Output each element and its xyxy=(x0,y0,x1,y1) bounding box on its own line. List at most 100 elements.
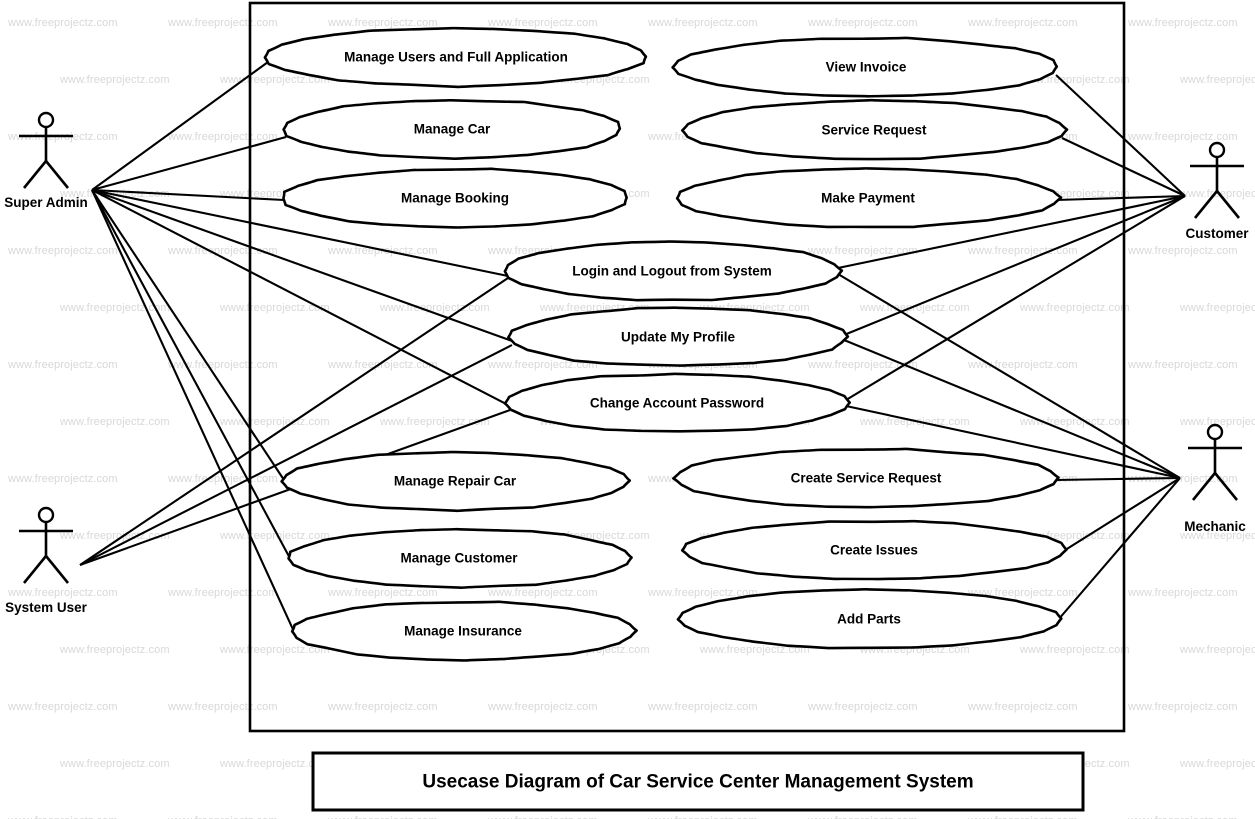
association-line-super-admin-to-update-my-profile xyxy=(91,189,513,342)
watermark-text: www.freeprojectz.com xyxy=(1179,416,1255,428)
association-line-customer-to-make-payment xyxy=(1055,194,1186,202)
watermark-text: www.freeprojectz.com xyxy=(327,815,438,819)
watermark-text: www.freeprojectz.com xyxy=(1127,815,1238,819)
association-line-mechanic-to-create-issues xyxy=(1061,477,1181,553)
actor-leg-left xyxy=(22,160,48,189)
usecase-label: Create Issues xyxy=(830,543,918,558)
watermark-text: www.freeprojectz.com xyxy=(219,302,330,314)
watermark-text: www.freeprojectz.com xyxy=(167,701,278,713)
watermark-text: www.freeprojectz.com xyxy=(1179,758,1255,770)
usecase-label: Manage Customer xyxy=(400,551,518,566)
actor-label: Customer xyxy=(1185,226,1249,241)
watermark-text: www.freeprojectz.com xyxy=(1127,17,1238,29)
actor-head-icon xyxy=(1206,423,1224,441)
watermark-text: www.freeprojectz.com xyxy=(167,815,278,819)
watermark-text: www.freeprojectz.com xyxy=(7,17,118,29)
watermark-text: www.freeprojectz.com xyxy=(7,359,118,371)
watermark-text: www.freeprojectz.com xyxy=(327,17,438,29)
usecase-create-issues[interactable]: Create Issues xyxy=(680,519,1068,581)
usecase-ellipse xyxy=(282,167,628,229)
actor-leg-right xyxy=(1215,190,1241,219)
association-line-super-admin-to-change-account-password xyxy=(91,189,511,407)
watermark-text: www.freeprojectz.com xyxy=(647,587,758,599)
usecase-manage-car[interactable]: Manage Car xyxy=(282,98,622,161)
association-line-mechanic-to-update-my-profile xyxy=(843,339,1181,479)
usecase-view-invoice[interactable]: View Invoice xyxy=(671,36,1059,98)
usecase-label: Create Service Request xyxy=(791,471,942,486)
actor-leg-left xyxy=(1191,472,1217,501)
usecase-label: Make Payment xyxy=(821,191,915,206)
watermark-text: www.freeprojectz.com xyxy=(487,359,598,371)
usecase-label: Change Account Password xyxy=(590,396,764,411)
watermark-text: www.freeprojectz.com xyxy=(59,74,170,86)
association-line-super-admin-to-manage-insurance xyxy=(91,189,297,637)
watermark-text: www.freeprojectz.com xyxy=(7,245,118,257)
usecase-ellipse xyxy=(263,26,648,89)
actor-leg-right xyxy=(44,160,70,189)
usecase-add-parts[interactable]: Add Parts xyxy=(676,588,1063,650)
watermark-text: www.freeprojectz.com xyxy=(967,815,1078,819)
watermark-text: www.freeprojectz.com xyxy=(807,359,918,371)
usecase-manage-users-full-application[interactable]: Manage Users and Full Application xyxy=(263,26,648,89)
usecase-make-payment[interactable]: Make Payment xyxy=(675,167,1063,229)
watermark-text: www.freeprojectz.com xyxy=(1019,302,1130,314)
usecase-label: View Invoice xyxy=(826,60,907,75)
watermark-text: www.freeprojectz.com xyxy=(219,530,330,542)
usecase-manage-booking[interactable]: Manage Booking xyxy=(282,167,628,229)
watermark-text: www.freeprojectz.com xyxy=(1127,359,1238,371)
actor-system-user[interactable]: System User xyxy=(5,506,88,615)
actor-super-admin[interactable]: Super Admin xyxy=(4,111,88,210)
watermark-text: www.freeprojectz.com xyxy=(7,815,118,819)
watermark-text: www.freeprojectz.com xyxy=(59,530,170,542)
watermark-text: www.freeprojectz.com xyxy=(1179,644,1255,656)
actor-label: System User xyxy=(5,600,88,615)
usecase-update-my-profile[interactable]: Update My Profile xyxy=(507,306,850,367)
usecase-label: Manage Insurance xyxy=(404,624,522,639)
usecase-ellipse xyxy=(675,167,1063,229)
usecase-manage-insurance[interactable]: Manage Insurance xyxy=(290,600,638,662)
usecase-manage-repair-car[interactable]: Manage Repair Car xyxy=(280,450,632,513)
watermark-text: www.freeprojectz.com xyxy=(1019,416,1130,428)
association-line-mechanic-to-login-and-logout-from-system xyxy=(837,273,1181,479)
usecase-manage-customer[interactable]: Manage Customer xyxy=(287,527,633,589)
watermark-text: www.freeprojectz.com xyxy=(379,416,490,428)
actor-mechanic[interactable]: Mechanic xyxy=(1184,423,1246,534)
usecase-ellipse xyxy=(503,240,844,302)
actor-customer[interactable]: Customer xyxy=(1185,141,1249,241)
usecase-login-and-logout-from-system[interactable]: Login and Logout from System xyxy=(503,240,844,302)
system-boundary-box xyxy=(248,1,1126,733)
watermark-text: www.freeprojectz.com xyxy=(167,131,278,143)
watermark-text: www.freeprojectz.com xyxy=(327,359,438,371)
actor-leg-right xyxy=(1213,472,1239,501)
watermark-text: www.freeprojectz.com xyxy=(1179,74,1255,86)
watermark-text: www.freeprojectz.com xyxy=(859,416,970,428)
watermark-text: www.freeprojectz.com xyxy=(59,416,170,428)
watermark-text: www.freeprojectz.com xyxy=(807,245,918,257)
usecase-create-service-request[interactable]: Create Service Request xyxy=(672,447,1060,509)
watermark-text: www.freeprojectz.com xyxy=(7,701,118,713)
usecase-ellipse xyxy=(680,519,1068,581)
watermark-text: www.freeprojectz.com xyxy=(967,701,1078,713)
watermark-text: www.freeprojectz.com xyxy=(219,416,330,428)
association-line-customer-to-service-request xyxy=(1061,137,1186,197)
association-line-customer-to-change-account-password xyxy=(845,195,1186,401)
usecase-change-account-password[interactable]: Change Account Password xyxy=(503,372,852,433)
association-line-super-admin-to-manage-repair-car xyxy=(91,189,289,487)
actor-head-icon xyxy=(37,111,55,129)
actor-label: Super Admin xyxy=(4,195,88,210)
association-line-customer-to-login-and-logout-from-system xyxy=(837,194,1186,270)
title-layer: Usecase Diagram of Car Service Center Ma… xyxy=(311,751,1085,812)
usecase-service-request[interactable]: Service Request xyxy=(680,98,1069,161)
watermark-text: www.freeprojectz.com xyxy=(219,644,330,656)
usecase-label: Add Parts xyxy=(837,612,901,627)
watermark-text: www.freeprojectz.com xyxy=(167,17,278,29)
system-boundary-layer xyxy=(248,1,1126,733)
usecase-label: Login and Logout from System xyxy=(572,264,772,279)
watermark-text: www.freeprojectz.com xyxy=(59,644,170,656)
actor-label: Mechanic xyxy=(1184,519,1246,534)
usecase-ellipse xyxy=(672,447,1060,509)
association-line-super-admin-to-manage-users-full-application xyxy=(91,61,269,191)
association-line-system-user-to-update-my-profile xyxy=(79,344,513,566)
